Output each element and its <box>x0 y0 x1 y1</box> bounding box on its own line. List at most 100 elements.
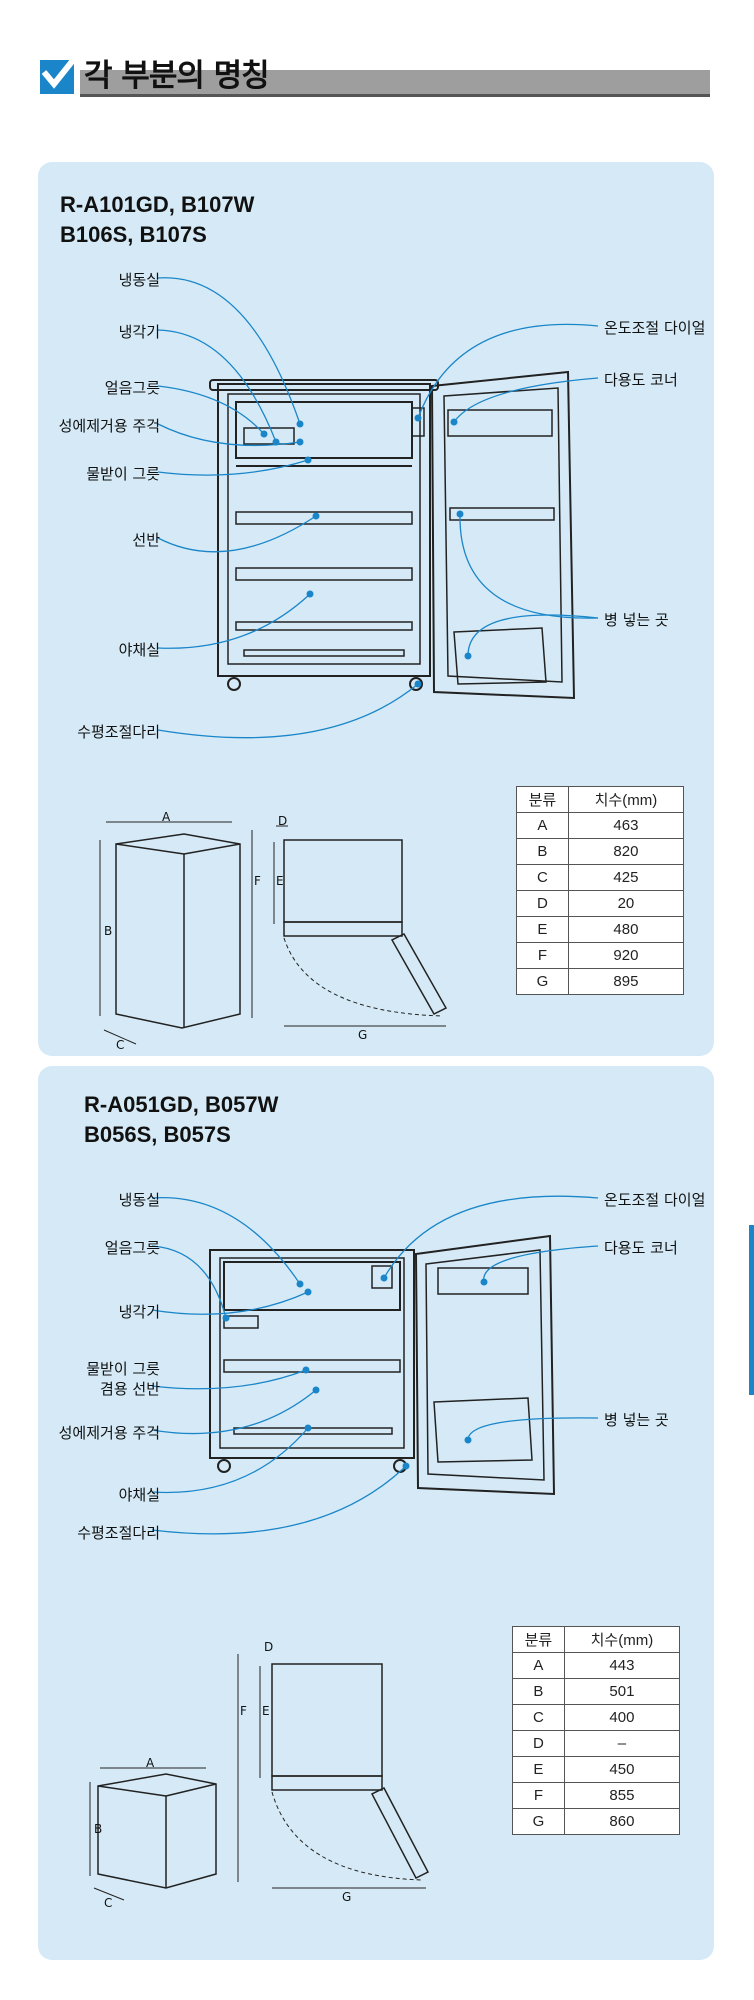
model-panel-1: R-A101GD, B107W B106S, B107S <box>38 162 714 1056</box>
cabinet-outline <box>209 1249 415 1459</box>
table-cell: 860 <box>563 1808 681 1835</box>
model-numbers-1: R-A101GD, B107W B106S, B107S <box>60 190 254 250</box>
model-line: B056S, B057S <box>84 1122 231 1147</box>
label-freezer: 냉동실 <box>118 271 160 289</box>
model-line: R-A101GD, B107W <box>60 192 255 217</box>
ice-tray <box>243 427 295 445</box>
table-cell: C <box>512 1704 565 1731</box>
label-crisper: 야채실 <box>118 1486 160 1504</box>
model-line: R-A051GD, B057W <box>84 1092 279 1117</box>
table-row: D– <box>512 1730 681 1757</box>
door-inner <box>443 387 563 683</box>
leveling-leg <box>217 1459 231 1473</box>
side-view-door-edge <box>271 1775 383 1791</box>
table-cell: D <box>516 890 569 917</box>
leveling-leg <box>409 677 423 691</box>
side-view-door-edge <box>283 921 403 937</box>
side-view-door-open <box>390 933 448 1015</box>
table-header: 치수(mm) <box>563 1626 681 1653</box>
side-view-cabinet <box>271 1663 383 1777</box>
table-cell: D <box>512 1730 565 1757</box>
model-line: B106S, B107S <box>60 222 207 247</box>
table-cell: B <box>512 1678 565 1705</box>
fridge-diagram-1 <box>99 277 599 1045</box>
dim-letter-b: B <box>104 924 113 938</box>
dim-letter-f: F <box>254 874 261 888</box>
label-bottle-rack: 병 넣는 곳 <box>604 1411 669 1429</box>
freezer-compartment <box>223 1261 401 1311</box>
page-side-tab <box>749 1225 754 1395</box>
dim-letter-a: A <box>162 810 171 824</box>
table-header: 분류 <box>516 786 569 813</box>
side-view-cabinet <box>283 839 403 923</box>
shelf <box>235 567 413 581</box>
label-door-corner: 다용도 코너 <box>604 1239 678 1257</box>
label-evaporator: 냉각기 <box>118 1303 160 1321</box>
section-header: 각 부분의 명칭 <box>40 50 710 100</box>
table-cell: 501 <box>563 1678 681 1705</box>
dim-letter-a: A <box>146 1756 155 1770</box>
table-cell: 480 <box>567 916 685 943</box>
table-cell: 400 <box>563 1704 681 1731</box>
table-header: 치수(mm) <box>567 786 685 813</box>
label-evaporator: 냉각기 <box>118 323 160 341</box>
table-cell: E <box>512 1756 565 1783</box>
dim-letter-d: D <box>264 1640 274 1654</box>
cabinet-outline <box>217 383 431 677</box>
cabinet-inner <box>227 393 421 665</box>
side-view-door-open <box>370 1787 430 1879</box>
label-bottle-rack: 병 넣는 곳 <box>604 611 669 629</box>
label-crisper: 야채실 <box>118 641 160 659</box>
table-cell: F <box>516 942 569 969</box>
leveling-leg <box>227 677 241 691</box>
door-outline <box>414 1234 556 1496</box>
shelf <box>235 511 413 525</box>
page-title: 각 부분의 명칭 <box>84 58 270 94</box>
label-ice-tray: 얼음그릇 <box>104 1239 160 1257</box>
table-cell: 855 <box>563 1782 681 1809</box>
door-corner <box>437 1267 529 1295</box>
label-defrost-spatula: 성에제거용 주걱 <box>58 417 160 435</box>
table-header: 분류 <box>512 1626 565 1653</box>
drip-tray-shelf <box>223 1359 401 1373</box>
door-inner <box>425 1249 545 1481</box>
ice-tray <box>223 1315 259 1329</box>
label-drip-shelf: 물받이 그릇 <box>86 1360 160 1378</box>
table-cell: A <box>516 812 569 839</box>
table-cell: G <box>512 1808 565 1835</box>
label-drip-shelf-2: 겸용 선반 <box>100 1380 160 1398</box>
model-numbers-2: R-A051GD, B057W B056S, B057S <box>84 1090 278 1150</box>
label-shelf: 선반 <box>132 531 160 549</box>
fridge-iso-outline <box>115 833 241 1029</box>
fridge-diagram-2 <box>89 1195 599 1901</box>
table-cell: 425 <box>567 864 685 891</box>
dim-letter-b: B <box>94 1822 103 1836</box>
table-cell: F <box>512 1782 565 1809</box>
table-cell: A <box>512 1652 565 1679</box>
dim-letter-c: C <box>116 1038 125 1052</box>
crisper <box>243 649 405 657</box>
label-door-corner: 다용도 코너 <box>604 371 678 389</box>
table-cell: G <box>516 968 569 995</box>
label-drip-tray: 물받이 그릇 <box>86 465 160 483</box>
table-cell: 920 <box>567 942 685 969</box>
table-cell: C <box>516 864 569 891</box>
dim-letter-f: F <box>240 1704 247 1718</box>
thermostat-dial <box>371 1265 393 1289</box>
door-outline <box>430 370 576 700</box>
label-leveling-leg: 수평조절다리 <box>77 1524 160 1542</box>
label-leveling-leg: 수평조절다리 <box>77 723 160 741</box>
cabinet-inner <box>219 1257 405 1449</box>
fridge-iso-outline <box>97 1773 217 1889</box>
dim-letter-e: E <box>276 874 284 888</box>
